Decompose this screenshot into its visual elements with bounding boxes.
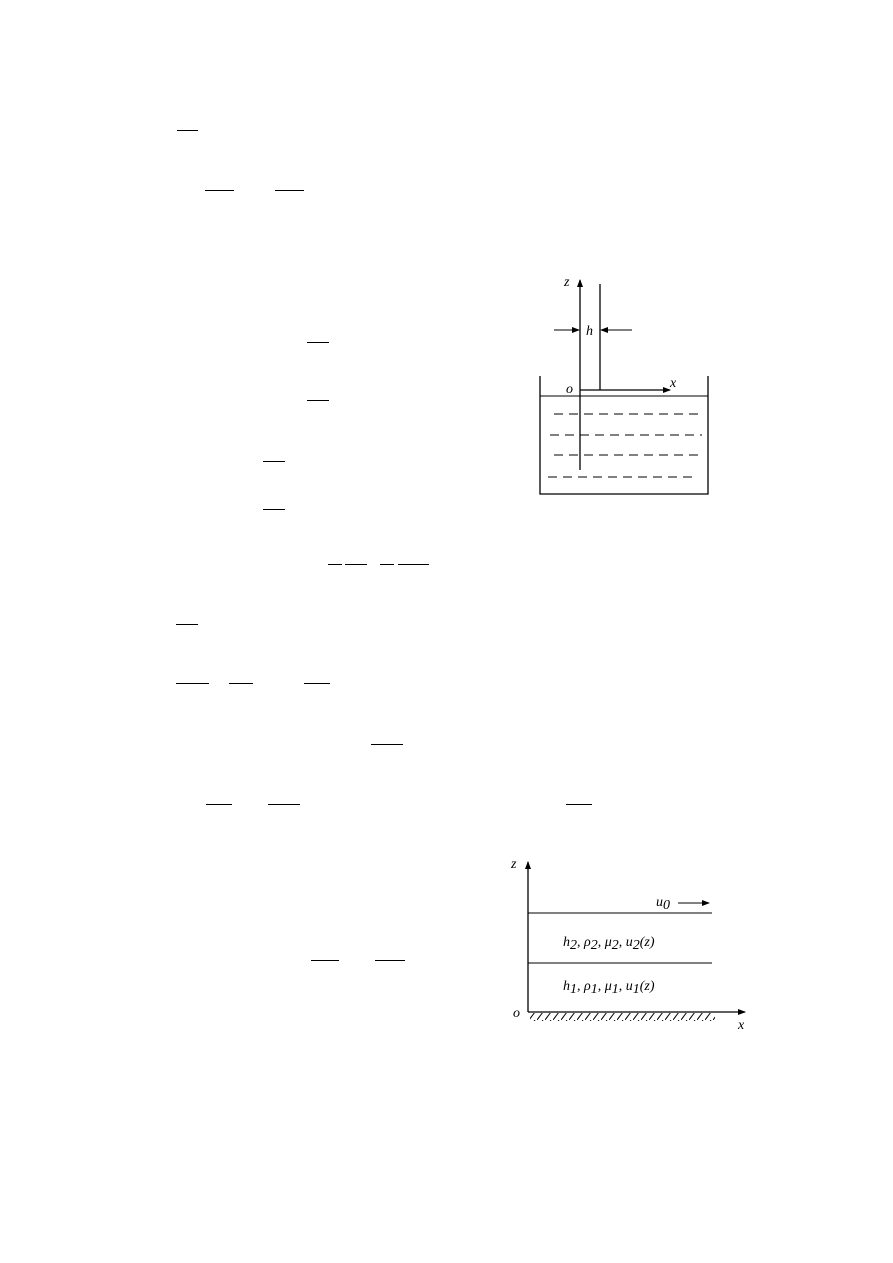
fraction-bar [380,564,394,565]
z-label: z [510,857,517,872]
fraction-bar [263,461,285,462]
fraction-bar [398,564,429,565]
fraction-bar [304,683,330,684]
fraction-bar [371,744,403,745]
fraction-bar [176,624,198,625]
fraction-bar [176,683,209,684]
fraction-bar [311,960,339,961]
fraction-bar [307,400,329,401]
upper-layer-label: h2, ρ2, μ2, u2(z) [563,935,655,953]
fraction-bar [206,804,232,805]
lower-layer-label: h1, ρ1, μ1, u1(z) [563,979,655,997]
u0-label: u0 [656,895,670,913]
x-label: x [737,1018,745,1030]
fraction-bar [566,804,592,805]
h-label: h [586,324,593,339]
origin-label: o [566,382,573,397]
fraction-bar [177,130,198,131]
wall-hatch [530,1013,715,1021]
fraction-bar [375,960,405,961]
figure-capillary-plates: z h o x [539,275,709,495]
fraction-bar [268,804,300,805]
figure-two-layer-flow: z o x u0 h2, ρ2, μ2, u2(z) h1, ρ1, μ1, u… [510,857,746,1030]
fraction-bar [328,564,342,565]
fraction-bar [345,564,367,565]
z-label: z [563,275,570,290]
origin-label: o [513,1006,520,1021]
fraction-bar [263,509,285,510]
fraction-bar [229,683,253,684]
container [539,376,709,495]
fraction-bar [307,342,329,343]
fraction-bar [275,190,304,191]
fraction-bar [205,190,234,191]
x-label: x [669,376,677,391]
